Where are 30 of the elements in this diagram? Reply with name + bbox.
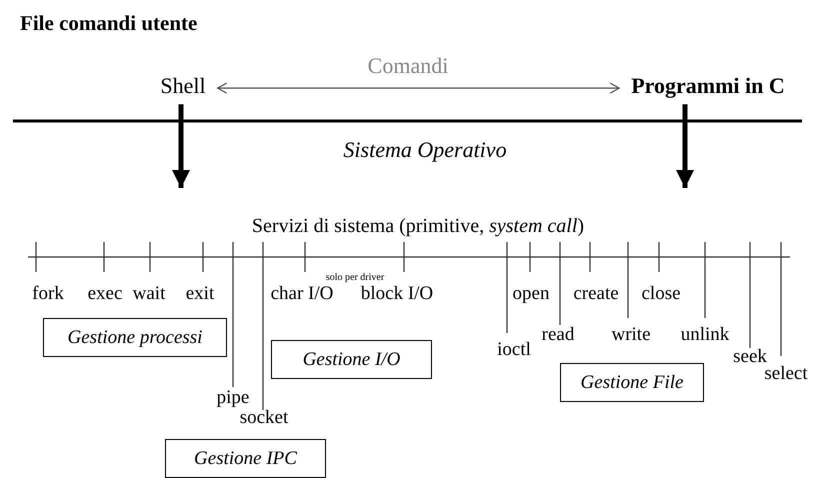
title: File comandi utente xyxy=(20,12,198,36)
arrow xyxy=(172,104,190,188)
call-name: unlink xyxy=(680,325,730,346)
call-name: wait xyxy=(132,284,166,305)
call-name: select xyxy=(764,364,808,385)
group-box: Gestione File xyxy=(560,363,704,402)
arrow xyxy=(217,82,620,94)
call-name: seek xyxy=(733,347,767,367)
call-name: exec xyxy=(88,284,122,305)
note: solo per driver xyxy=(326,272,384,283)
call-name: ioctl xyxy=(497,340,531,361)
call-name: socket xyxy=(240,408,288,429)
node-label: Shell xyxy=(160,74,206,98)
call-name: write xyxy=(611,325,651,346)
call-name: read xyxy=(542,325,574,346)
call-name: block I/O xyxy=(360,284,434,305)
group-box: Gestione IPC xyxy=(165,439,326,478)
node-label: Programmi in C xyxy=(631,74,785,98)
call-name: pipe xyxy=(216,388,250,409)
group-box: Gestione processi xyxy=(43,318,227,357)
call-name: close xyxy=(641,284,681,305)
call-name: fork xyxy=(32,284,64,305)
call-name: create xyxy=(573,284,619,305)
call-name: open xyxy=(512,284,550,305)
axis-title: Servizi di sistema (primitive, system call) xyxy=(252,215,584,237)
call-name: exit xyxy=(186,284,214,305)
arrow xyxy=(676,104,694,188)
group-box: Gestione I/O xyxy=(271,340,432,379)
call-name: char I/O xyxy=(270,284,334,305)
section-label: Sistema Operativo xyxy=(343,138,507,162)
